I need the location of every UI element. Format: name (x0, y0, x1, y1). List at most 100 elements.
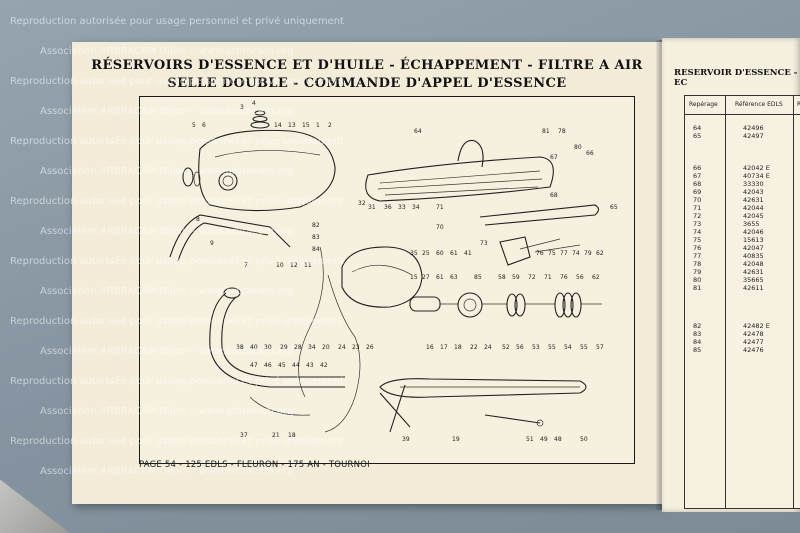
svg-text:3: 3 (240, 104, 244, 111)
row-reference: 42631 (743, 196, 764, 204)
filter-body-drawing (409, 296, 441, 312)
svg-text:67: 67 (550, 154, 558, 161)
svg-text:15: 15 (302, 122, 310, 129)
row-reperage: 67 (693, 172, 702, 180)
svg-text:12: 12 (290, 262, 298, 269)
svg-text:81: 81 (542, 128, 550, 135)
row-reperage: 65 (693, 132, 702, 140)
svg-text:21: 21 (272, 432, 280, 439)
page-footer: PAGE 54 - 125 EDLS - FLEURON - 175 AN - … (139, 460, 370, 470)
column-header-reperage: Repérage (689, 101, 718, 108)
oil-tank-drawing (341, 246, 423, 308)
silencer-drawing (379, 378, 587, 398)
svg-text:30: 30 (264, 344, 272, 351)
fuel-tank-drawing (198, 129, 336, 212)
svg-text:32: 32 (358, 200, 366, 207)
row-reference: 42496 (743, 124, 764, 132)
svg-text:38: 38 (236, 344, 244, 351)
row-reference: 33330 (743, 180, 764, 188)
row-reference: 42478 (743, 330, 764, 338)
watermark-text: Reproduction autorisée pour usage person… (10, 16, 344, 27)
row-reperage: 72 (693, 212, 702, 220)
watermark-text: Association ARBRACAM Dijon -- www.arbrac… (40, 46, 294, 57)
row-reference: 42044 (743, 204, 764, 212)
svg-text:56: 56 (576, 274, 584, 281)
svg-text:42: 42 (320, 362, 328, 369)
svg-text:11: 11 (304, 262, 312, 269)
svg-text:13: 13 (288, 122, 296, 129)
watermark-text: Association ARBRACAM Dijon -- www.arbrac… (40, 466, 294, 477)
row-reperage: 75 (693, 236, 702, 244)
row-reference: 42047 (743, 244, 764, 252)
svg-text:62: 62 (592, 274, 600, 281)
svg-text:25: 25 (422, 250, 430, 257)
svg-text:17: 17 (440, 344, 448, 351)
row-reperage: 74 (693, 228, 702, 236)
svg-text:82: 82 (312, 222, 320, 229)
svg-text:75: 75 (548, 250, 556, 257)
svg-text:4: 4 (252, 100, 256, 107)
watermark-text: Association ARBRACAM Dijon -- www.arbrac… (40, 286, 294, 297)
row-reperage: 84 (693, 338, 702, 346)
row-reference: 42042 E (743, 164, 770, 172)
row-reference: 42477 (743, 338, 764, 346)
watermark-text: Association ARBRACAM Dijon -- www.arbrac… (40, 406, 294, 417)
svg-text:53: 53 (532, 344, 540, 351)
column-divider (725, 96, 726, 508)
svg-text:22: 22 (470, 344, 478, 351)
svg-text:16: 16 (426, 344, 434, 351)
svg-text:5: 5 (192, 122, 196, 129)
svg-text:51: 51 (526, 436, 534, 443)
svg-text:28: 28 (294, 344, 302, 351)
svg-text:80: 80 (574, 144, 582, 151)
svg-text:72: 72 (528, 274, 536, 281)
svg-text:24: 24 (484, 344, 492, 351)
svg-text:52: 52 (502, 344, 510, 351)
svg-text:62: 62 (596, 250, 604, 257)
svg-text:37: 37 (240, 432, 248, 439)
watermark-text: Reproduction autorisée pour usage person… (10, 376, 344, 387)
svg-text:71: 71 (436, 204, 444, 211)
svg-text:44: 44 (292, 362, 300, 369)
svg-text:33: 33 (398, 204, 406, 211)
svg-text:40: 40 (250, 344, 258, 351)
svg-text:84: 84 (312, 246, 320, 253)
svg-text:85: 85 (474, 274, 482, 281)
catalog-right-page: RESERVOIR D'ESSENCE - EC Repérage Référe… (662, 38, 800, 512)
svg-text:43: 43 (306, 362, 314, 369)
row-reperage: 73 (693, 220, 702, 228)
watermark-text: Reproduction autorisée pour usage person… (10, 76, 344, 87)
watermark-text: Reproduction autorisée pour usage person… (10, 256, 344, 267)
svg-text:68: 68 (550, 192, 558, 199)
svg-text:36: 36 (384, 204, 392, 211)
svg-text:55: 55 (548, 344, 556, 351)
svg-text:1: 1 (316, 122, 320, 129)
svg-text:83: 83 (312, 234, 320, 241)
column-header-reference: Référence EDLS (735, 101, 783, 108)
page-title-line-2: SELLE DOUBLE - COMMANDE D'APPEL D'ESSENC… (167, 76, 567, 91)
svg-text:61: 61 (436, 274, 444, 281)
row-reperage: 85 (693, 346, 702, 354)
svg-text:70: 70 (436, 224, 444, 231)
svg-text:64: 64 (414, 128, 422, 135)
svg-text:79: 79 (584, 250, 592, 257)
watermark-text: Association ARBRACAM Dijon -- www.arbrac… (40, 226, 294, 237)
svg-text:61: 61 (450, 250, 458, 257)
watermark-text: Association ARBRACAM Dijon -- www.arbrac… (40, 346, 294, 357)
svg-text:66: 66 (586, 150, 594, 157)
svg-text:23: 23 (352, 344, 360, 351)
